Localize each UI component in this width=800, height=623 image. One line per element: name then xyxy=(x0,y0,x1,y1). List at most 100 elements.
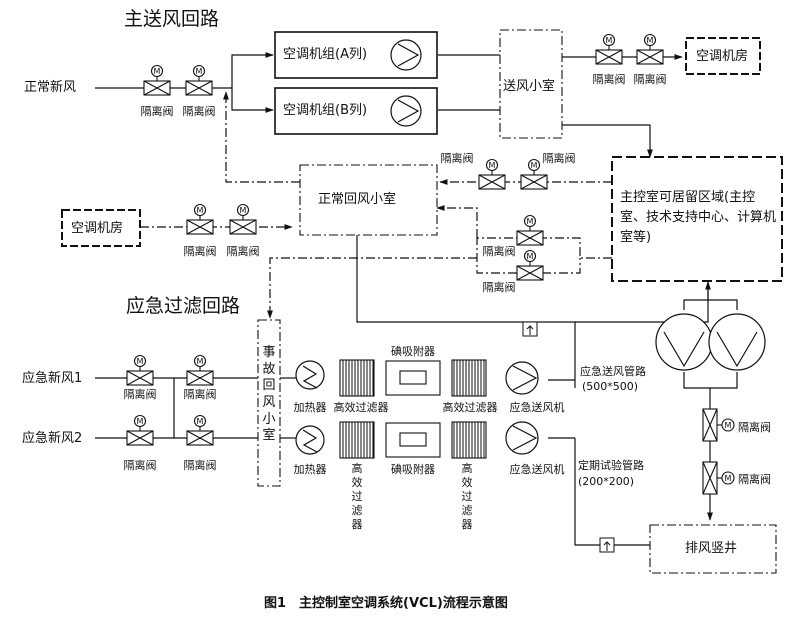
isolation-valve-ac2: M xyxy=(636,33,664,65)
test-pipe-line xyxy=(574,438,683,548)
return-room-box xyxy=(299,164,438,236)
hepa-2a-label: 高效过滤器 xyxy=(351,462,363,532)
accident-room-box xyxy=(257,319,281,487)
isolation-valve-acl1: M xyxy=(186,203,214,235)
valve-label-byp1: 隔离阀 xyxy=(482,245,516,258)
return-room-to-emergency-pipe xyxy=(356,235,576,388)
svg-text:M: M xyxy=(527,252,534,261)
isolation-valve-ret1: M xyxy=(478,158,506,190)
valve-label-byp2: 隔离阀 xyxy=(482,281,516,294)
isolation-valve-ac1: M xyxy=(595,33,623,65)
svg-text:M: M xyxy=(196,67,203,76)
emergency-fresh-air-2-label: 应急新风2 xyxy=(22,431,83,446)
main-control-box xyxy=(611,156,783,282)
figure-caption: 图1 主控制室空调系统(VCL)流程示意图 xyxy=(264,596,508,611)
hepa-filter-2a xyxy=(339,421,375,459)
valve-label-ac1: 隔离阀 xyxy=(592,73,626,86)
isolation-valve-byp2: M xyxy=(516,249,544,281)
hepa-2b-label: 高效过滤器 xyxy=(461,462,473,532)
valve-label-e1a: 隔离阀 xyxy=(123,388,157,401)
ac-room-left-box xyxy=(61,209,141,247)
exhaust-isolation-valves: MM xyxy=(702,408,735,495)
svg-text:M: M xyxy=(489,161,496,170)
hepa-filter-1b xyxy=(451,359,487,397)
splitter-to-ahu-a xyxy=(231,52,274,88)
hepa-1b-label: 高效过滤器 xyxy=(442,401,498,414)
svg-text:M: M xyxy=(531,161,538,170)
svg-text:M: M xyxy=(137,417,144,426)
isolation-valve-ex1: M xyxy=(702,408,735,442)
valve-label-e2b: 隔离阀 xyxy=(183,459,217,472)
ac-room-left-label: 空调机房 xyxy=(71,221,124,236)
emergency-fresh-air-1-label: 应急新风1 xyxy=(22,371,83,386)
emergency-filtration-title: 应急过滤回路 xyxy=(126,295,241,317)
svg-text:M: M xyxy=(240,206,247,215)
main-control-to-exhaust-fans xyxy=(683,282,709,310)
valve-label-ret2: 隔离阀 xyxy=(542,152,576,165)
emergency-fan-1-label: 应急送风机 xyxy=(509,401,565,414)
hepa-1a-label: 高效过滤器 xyxy=(333,401,389,414)
svg-text:M: M xyxy=(606,36,613,45)
bypass-to-return-room xyxy=(436,205,478,238)
valve-label-ex2: 隔离阀 xyxy=(738,473,771,486)
isolation-valve-e2b: M xyxy=(186,414,214,446)
supply-room-box xyxy=(499,29,563,139)
valve-label-ac2: 隔离阀 xyxy=(633,73,667,86)
isolation-valve-ret2: M xyxy=(520,158,548,190)
test-pipe-size: (200*200) xyxy=(578,475,635,488)
supply-room-label: 送风小室 xyxy=(503,79,556,94)
svg-text:M: M xyxy=(197,206,204,215)
return-to-fresh-air-mixing xyxy=(223,91,300,183)
iodine-adsorber-1 xyxy=(385,360,441,396)
exhaust-shaft-box xyxy=(649,524,777,574)
iodine-2-label: 碘吸附器 xyxy=(391,463,435,476)
isolation-valve-e1b: M xyxy=(186,354,214,386)
heater-2-label: 加热器 xyxy=(293,463,327,476)
heater-2-icon xyxy=(295,425,325,455)
iodine-adsorber-2 xyxy=(385,422,441,458)
emergency-fan-1-icon xyxy=(505,361,539,395)
valve-label-e1b: 隔离阀 xyxy=(183,388,217,401)
isolation-valve-nf2: M xyxy=(185,64,213,96)
isolation-valve-byp1: M xyxy=(516,214,544,246)
valve-label-acl2: 隔离阀 xyxy=(226,245,260,258)
test-pipe-label: 定期试验管路 xyxy=(578,459,644,472)
supply-to-main-control xyxy=(562,124,653,158)
svg-text:M: M xyxy=(197,357,204,366)
ac-room-right-box xyxy=(685,37,761,75)
isolation-valve-e2a: M xyxy=(126,414,154,446)
accident-return-room-label: 事故回风小室 xyxy=(262,345,276,444)
svg-text:M: M xyxy=(154,67,161,76)
test-pipe-damper-upper xyxy=(522,321,538,337)
svg-text:M: M xyxy=(647,36,654,45)
isolation-valve-nf1: M xyxy=(143,64,171,96)
heater-1-label: 加热器 xyxy=(293,401,327,414)
ahu-a-fan-icon xyxy=(390,39,422,71)
valve-label-e2a: 隔离阀 xyxy=(123,459,157,472)
isolation-valve-e1a: M xyxy=(126,354,154,386)
exhaust-fan-2-icon xyxy=(708,313,766,371)
exhaust-fans-merge xyxy=(683,372,738,389)
emergency-pipe-size: (500*500) xyxy=(582,380,639,393)
heater-1-icon xyxy=(295,360,325,390)
main-control-label: 主控室可居留区域(主控室、技术支持中心、计算机室等) xyxy=(620,190,777,246)
valve-label-nf1: 隔离阀 xyxy=(140,105,174,118)
emergency-fan-2-icon xyxy=(505,421,539,455)
valve-label-ex1: 隔离阀 xyxy=(738,421,771,434)
normal-fresh-air-label: 正常新风 xyxy=(24,80,77,95)
valve-label-ret1: 隔离阀 xyxy=(440,152,474,165)
svg-text:M: M xyxy=(725,474,732,483)
valve-label-nf2: 隔离阀 xyxy=(182,105,216,118)
splitter-to-ahu-b xyxy=(231,88,274,113)
svg-text:M: M xyxy=(197,417,204,426)
hepa-filter-2b xyxy=(451,421,487,459)
exhaust-fan-1-icon xyxy=(655,313,713,371)
isolation-valve-ex2: M xyxy=(702,461,735,495)
iodine-1-label: 碘吸附器 xyxy=(391,345,435,358)
ahu-b-label: 空调机组(B列) xyxy=(283,103,368,118)
valve-label-acl1: 隔离阀 xyxy=(183,245,217,258)
svg-text:M: M xyxy=(137,357,144,366)
exhaust-split-right xyxy=(708,299,738,310)
